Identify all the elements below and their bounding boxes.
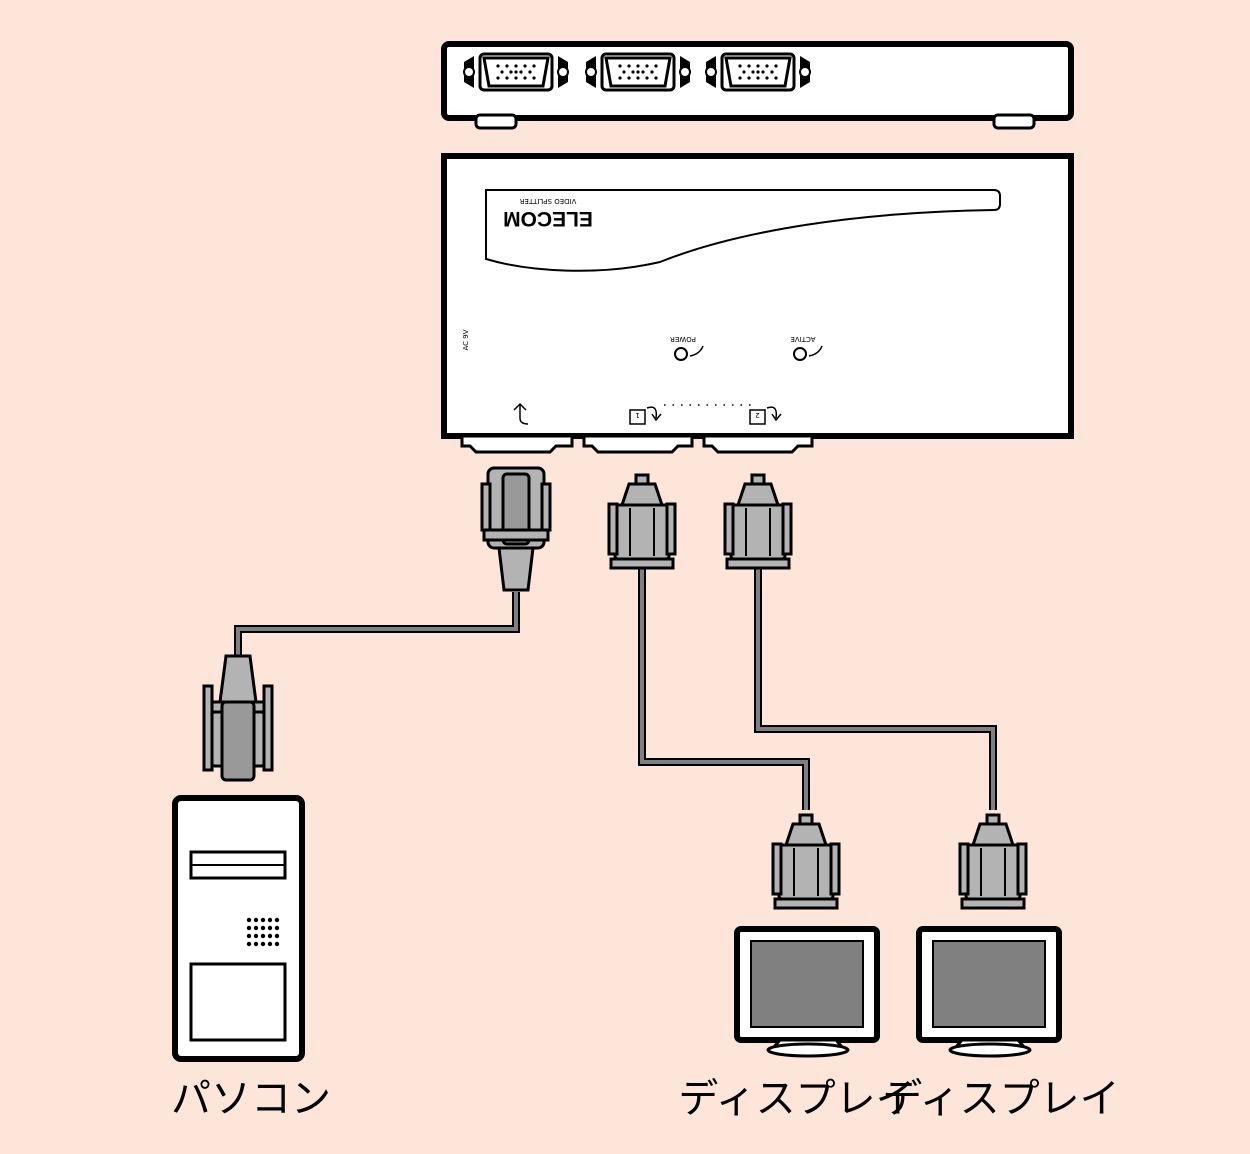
cables bbox=[234, 568, 997, 810]
brand-panel bbox=[485, 189, 1001, 272]
monitor-1 bbox=[734, 926, 880, 1058]
plug-display1 bbox=[771, 813, 841, 910]
power-led bbox=[674, 345, 704, 361]
port-out1-number: 1 bbox=[635, 411, 639, 419]
plug-splitter-output1 bbox=[607, 473, 677, 570]
output1-arrow-icon: 1 bbox=[629, 406, 662, 425]
port-out2-number: 2 bbox=[755, 411, 759, 419]
splitter-top-view: ELECOM VIDEO SPLITTER AC 9V POWER ACTIVE… bbox=[441, 153, 1074, 454]
plug-pc bbox=[202, 654, 274, 782]
input-arrow-icon bbox=[513, 402, 529, 425]
rear-output1-port bbox=[585, 52, 691, 92]
rear-output2-port bbox=[705, 52, 811, 92]
cable-display2 bbox=[754, 568, 997, 810]
plug-splitter-output2 bbox=[723, 473, 793, 570]
label-display1: ディスプレイ bbox=[678, 1076, 915, 1122]
power-led-label: POWER bbox=[670, 335, 696, 343]
pc-tower bbox=[172, 795, 305, 1062]
active-led-label: ACTIVE bbox=[790, 335, 815, 343]
plug-splitter-input bbox=[480, 466, 552, 592]
splitter-rear-view bbox=[441, 41, 1074, 130]
active-led bbox=[793, 345, 823, 361]
pc-vent bbox=[246, 917, 280, 947]
monitor-1-screen bbox=[750, 940, 864, 1028]
monitor-2-screen bbox=[932, 940, 1046, 1028]
brand-logo: ELECOM bbox=[503, 207, 593, 230]
rear-input-port bbox=[463, 52, 569, 92]
cable-display1 bbox=[638, 568, 810, 810]
label-pc: パソコン bbox=[171, 1076, 331, 1122]
monitor-2 bbox=[916, 926, 1062, 1058]
pc-front-panel bbox=[189, 962, 287, 1042]
cable-pc bbox=[234, 592, 520, 660]
power-input-label: AC 9V bbox=[462, 329, 470, 350]
label-display2: ディスプレイ bbox=[882, 1076, 1119, 1122]
output2-arrow-icon: 2 bbox=[749, 406, 782, 425]
plug-display2 bbox=[958, 813, 1028, 910]
model-name: VIDEO SPLITTER bbox=[519, 197, 576, 205]
